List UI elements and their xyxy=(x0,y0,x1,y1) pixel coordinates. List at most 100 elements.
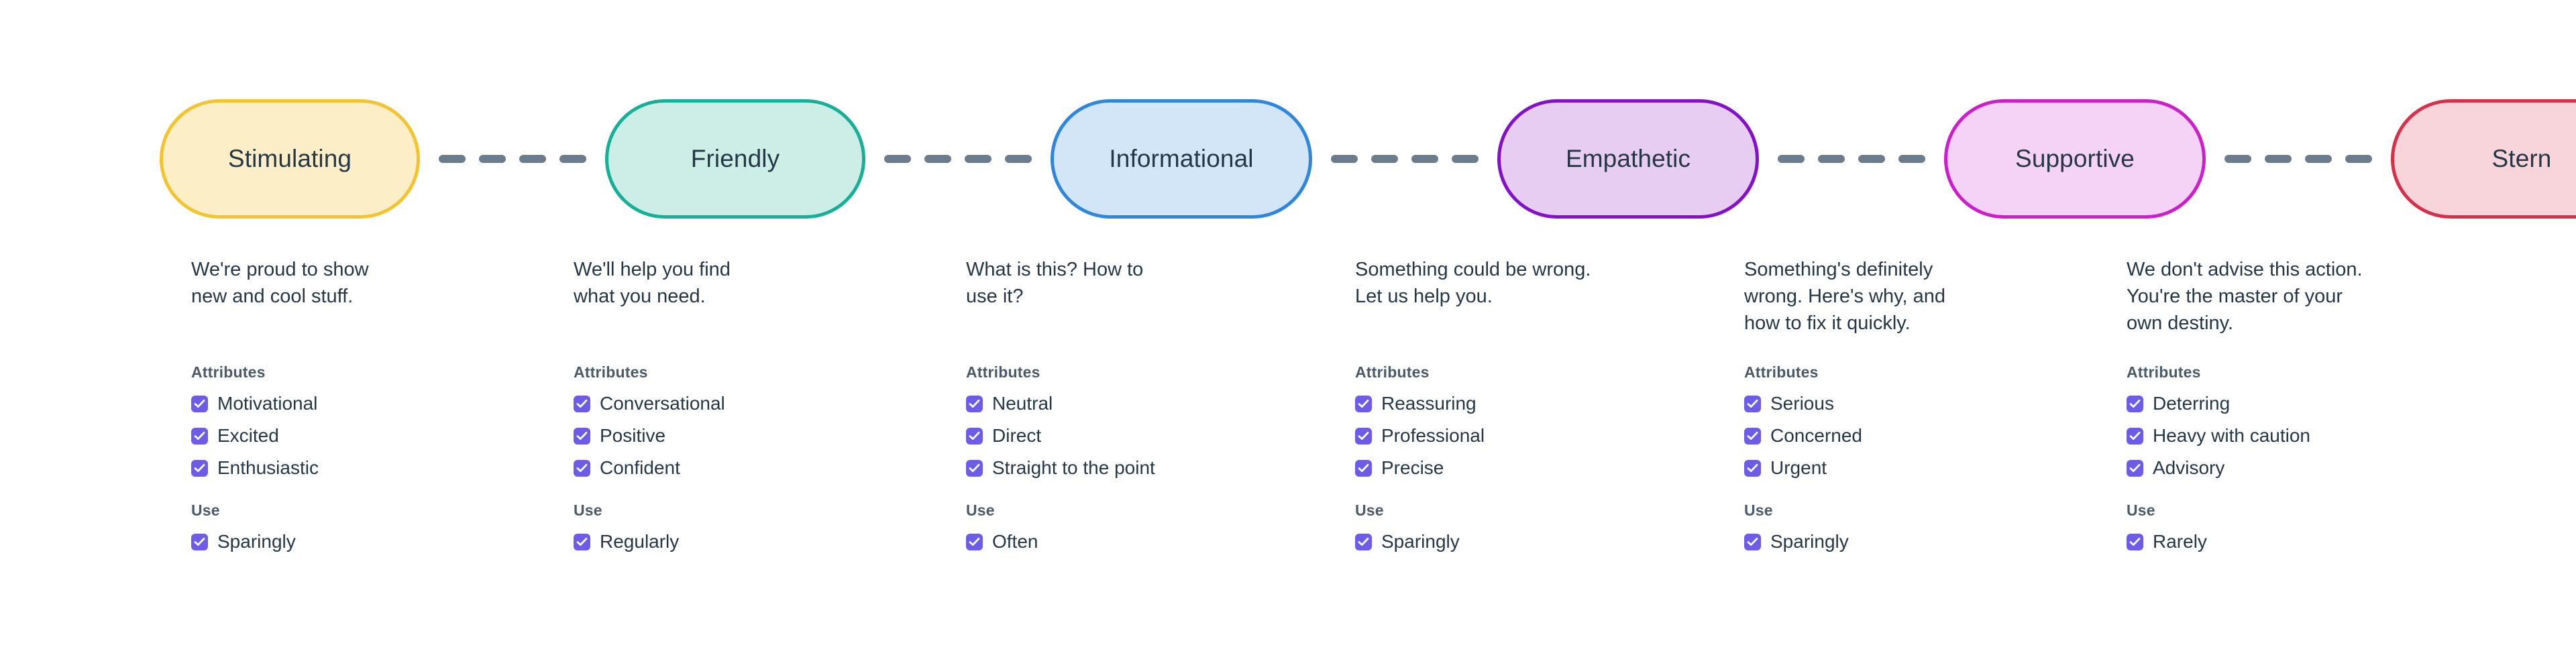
tone-pill-empathetic[interactable]: Empathetic xyxy=(1497,99,1759,219)
checkmark-icon[interactable] xyxy=(1744,459,1761,477)
attributes-heading: Attributes xyxy=(966,363,1040,381)
checkbox-label: Sparingly xyxy=(217,531,296,552)
use-checkbox-row[interactable]: Sparingly xyxy=(1744,526,2093,558)
attribute-checkbox-row[interactable]: Excited xyxy=(191,420,540,452)
attribute-checkbox-row[interactable]: Advisory xyxy=(2127,452,2475,484)
attributes-heading: Attributes xyxy=(574,363,648,381)
tone-pill-stimulating[interactable]: Stimulating xyxy=(160,99,420,219)
checkmark-icon[interactable] xyxy=(1744,395,1761,412)
attributes-heading: Attributes xyxy=(2127,363,2201,381)
checkmark-icon[interactable] xyxy=(966,533,983,550)
tone-column-empathetic: Something could be wrong.Let us help you… xyxy=(1355,256,1704,558)
attribute-checkbox-row[interactable]: Serious xyxy=(1744,388,2093,420)
tone-pill-label: Stimulating xyxy=(227,145,352,172)
checkmark-icon[interactable] xyxy=(1355,459,1372,477)
tone-pill-cell: Informational xyxy=(1051,99,1312,219)
tone-description-line: use it? xyxy=(966,286,1024,307)
tone-pill-label: Friendly xyxy=(690,145,780,172)
checkmark-icon[interactable] xyxy=(2127,395,2143,412)
dash-segment xyxy=(965,155,991,163)
attribute-checkbox-row[interactable]: Conversational xyxy=(574,388,922,420)
attribute-checkbox-row[interactable]: Professional xyxy=(1355,420,1704,452)
tone-pill-label: Stern xyxy=(2491,145,2552,172)
use-checkbox-row[interactable]: Rarely xyxy=(2127,526,2475,558)
checkmark-icon[interactable] xyxy=(191,395,208,412)
tone-description-line: Something's definitely xyxy=(1744,259,1933,280)
attribute-checkbox-row[interactable]: Enthusiastic xyxy=(191,452,540,484)
checkbox-label: Straight to the point xyxy=(992,457,1155,478)
checkbox-label: Deterring xyxy=(2153,393,2231,414)
checkmark-icon[interactable] xyxy=(191,427,208,445)
checkmark-icon[interactable] xyxy=(2127,533,2143,550)
checkmark-icon[interactable] xyxy=(1744,427,1761,445)
attribute-checkbox-row[interactable]: Straight to the point xyxy=(966,452,1315,484)
checkmark-icon[interactable] xyxy=(1355,395,1372,412)
attribute-checkbox-row[interactable]: Precise xyxy=(1355,452,1704,484)
dash-segment xyxy=(2305,155,2332,163)
use-checkbox-row[interactable]: Often xyxy=(966,526,1315,558)
checkbox-label: Rarely xyxy=(2153,531,2207,552)
dash-segment xyxy=(1858,155,1885,163)
dash-segment xyxy=(1898,155,1925,163)
attribute-checkbox-row[interactable]: Direct xyxy=(966,420,1315,452)
use-heading: Use xyxy=(1744,501,1773,519)
use-checkbox-row[interactable]: Sparingly xyxy=(191,526,540,558)
checkbox-label: Positive xyxy=(600,425,666,446)
dash-segment xyxy=(1005,155,1032,163)
attribute-checkbox-row[interactable]: Deterring xyxy=(2127,388,2475,420)
checkbox-label: Neutral xyxy=(992,393,1053,414)
tone-description-line: how to fix it quickly. xyxy=(1744,312,1911,334)
tone-pill-stern[interactable]: Stern xyxy=(2391,99,2576,219)
use-checkbox-row[interactable]: Regularly xyxy=(574,526,922,558)
checkmark-icon[interactable] xyxy=(966,395,983,412)
checkbox-label: Precise xyxy=(1381,457,1444,478)
checkmark-icon[interactable] xyxy=(574,533,590,550)
checkmark-icon[interactable] xyxy=(1355,533,1372,550)
dashed-line-icon xyxy=(420,99,605,219)
attribute-checkbox-row[interactable]: Urgent xyxy=(1744,452,2093,484)
checkmark-icon[interactable] xyxy=(574,395,590,412)
checkmark-icon[interactable] xyxy=(191,459,208,477)
checkmark-icon[interactable] xyxy=(1744,533,1761,550)
tone-description-line: We're proud to show xyxy=(191,259,369,280)
checkmark-icon[interactable] xyxy=(191,533,208,550)
tone-pill-label: Informational xyxy=(1109,145,1254,172)
use-heading: Use xyxy=(966,501,995,519)
checkmark-icon[interactable] xyxy=(1355,427,1372,445)
checkbox-label: Conversational xyxy=(600,393,725,414)
dash-segment xyxy=(1371,155,1398,163)
use-checkbox-row[interactable]: Sparingly xyxy=(1355,526,1704,558)
dash-segment xyxy=(2224,155,2251,163)
attribute-checkbox-row[interactable]: Concerned xyxy=(1744,420,2093,452)
checkmark-icon[interactable] xyxy=(574,459,590,477)
checkmark-icon[interactable] xyxy=(2127,459,2143,477)
tone-pill-informational[interactable]: Informational xyxy=(1051,99,1312,219)
checkmark-icon[interactable] xyxy=(966,427,983,445)
checkbox-label: Sparingly xyxy=(1381,531,1460,552)
tone-pill-friendly[interactable]: Friendly xyxy=(605,99,865,219)
attribute-checkbox-row[interactable]: Heavy with caution xyxy=(2127,420,2475,452)
tone-description-line: Something could be wrong. xyxy=(1355,259,1591,280)
dash-segment xyxy=(2345,155,2372,163)
attributes-heading: Attributes xyxy=(1355,363,1430,381)
tone-pill-supportive[interactable]: Supportive xyxy=(1944,99,2206,219)
attribute-checkbox-row[interactable]: Motivational xyxy=(191,388,540,420)
dash-segment xyxy=(884,155,911,163)
attribute-checkbox-row[interactable]: Neutral xyxy=(966,388,1315,420)
attribute-checkbox-row[interactable]: Confident xyxy=(574,452,922,484)
attribute-checkbox-row[interactable]: Positive xyxy=(574,420,922,452)
checkbox-label: Enthusiastic xyxy=(217,457,319,478)
checkmark-icon[interactable] xyxy=(966,459,983,477)
attribute-checkbox-row[interactable]: Reassuring xyxy=(1355,388,1704,420)
checkmark-icon[interactable] xyxy=(574,427,590,445)
checkmark-icon[interactable] xyxy=(2127,427,2143,445)
